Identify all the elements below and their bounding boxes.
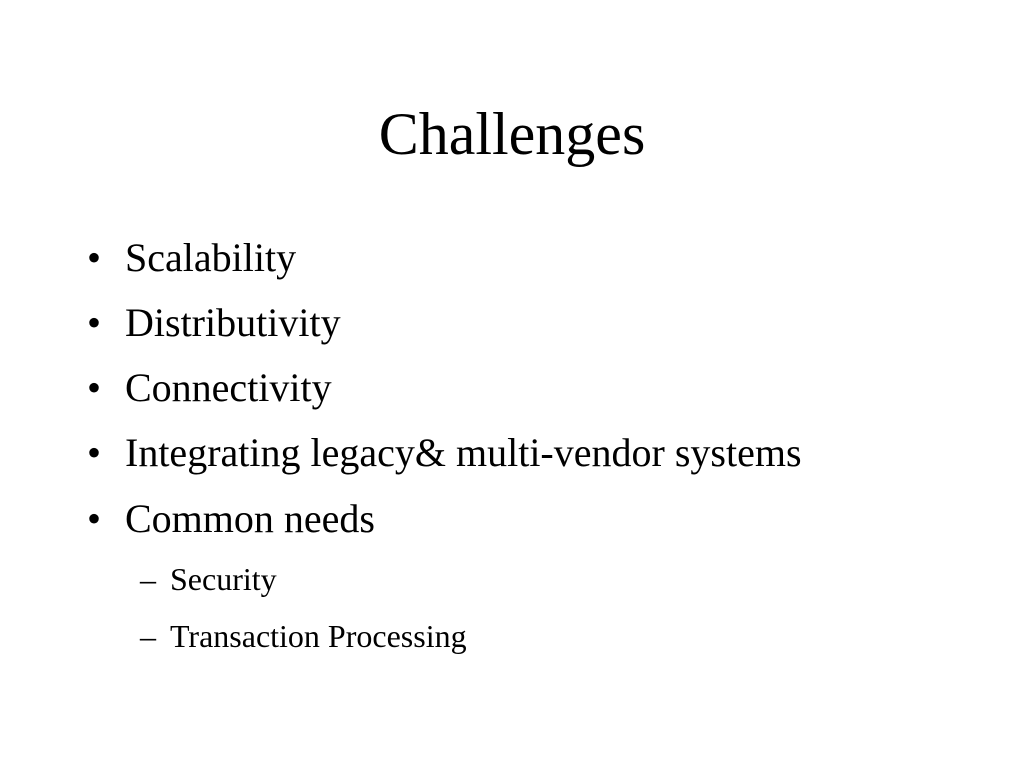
- sub-item-transaction-processing: –Transaction Processing: [140, 617, 467, 655]
- bullet-item-integrating: • Integrating legacy& multi-vendor system…: [87, 429, 802, 477]
- bullet-item-scalability: • Scalability: [87, 234, 296, 282]
- bullet-item-connectivity: • Connectivity: [87, 364, 332, 412]
- bullet-icon: •: [87, 235, 102, 280]
- bullet-text: Integrating legacy& multi-vendor systems: [125, 430, 802, 475]
- bullet-text: Common needs: [125, 496, 375, 541]
- sub-item-security: –Security: [140, 560, 277, 598]
- sub-item-text: Transaction Processing: [170, 618, 467, 654]
- bullet-icon: •: [87, 496, 102, 541]
- bullet-text: Scalability: [125, 235, 297, 280]
- bullet-icon: •: [87, 300, 102, 345]
- bullet-icon: •: [87, 430, 102, 475]
- bullet-item-distributivity: • Distributivity: [87, 299, 341, 347]
- bullet-item-common-needs: • Common needs: [87, 495, 375, 543]
- dash-icon: –: [140, 561, 156, 597]
- sub-item-text: Security: [170, 561, 277, 597]
- bullet-text: Distributivity: [125, 300, 341, 345]
- slide-title: Challenges: [378, 101, 646, 167]
- dash-icon: –: [140, 618, 156, 654]
- bullet-icon: •: [87, 365, 102, 410]
- bullet-text: Connectivity: [125, 365, 332, 410]
